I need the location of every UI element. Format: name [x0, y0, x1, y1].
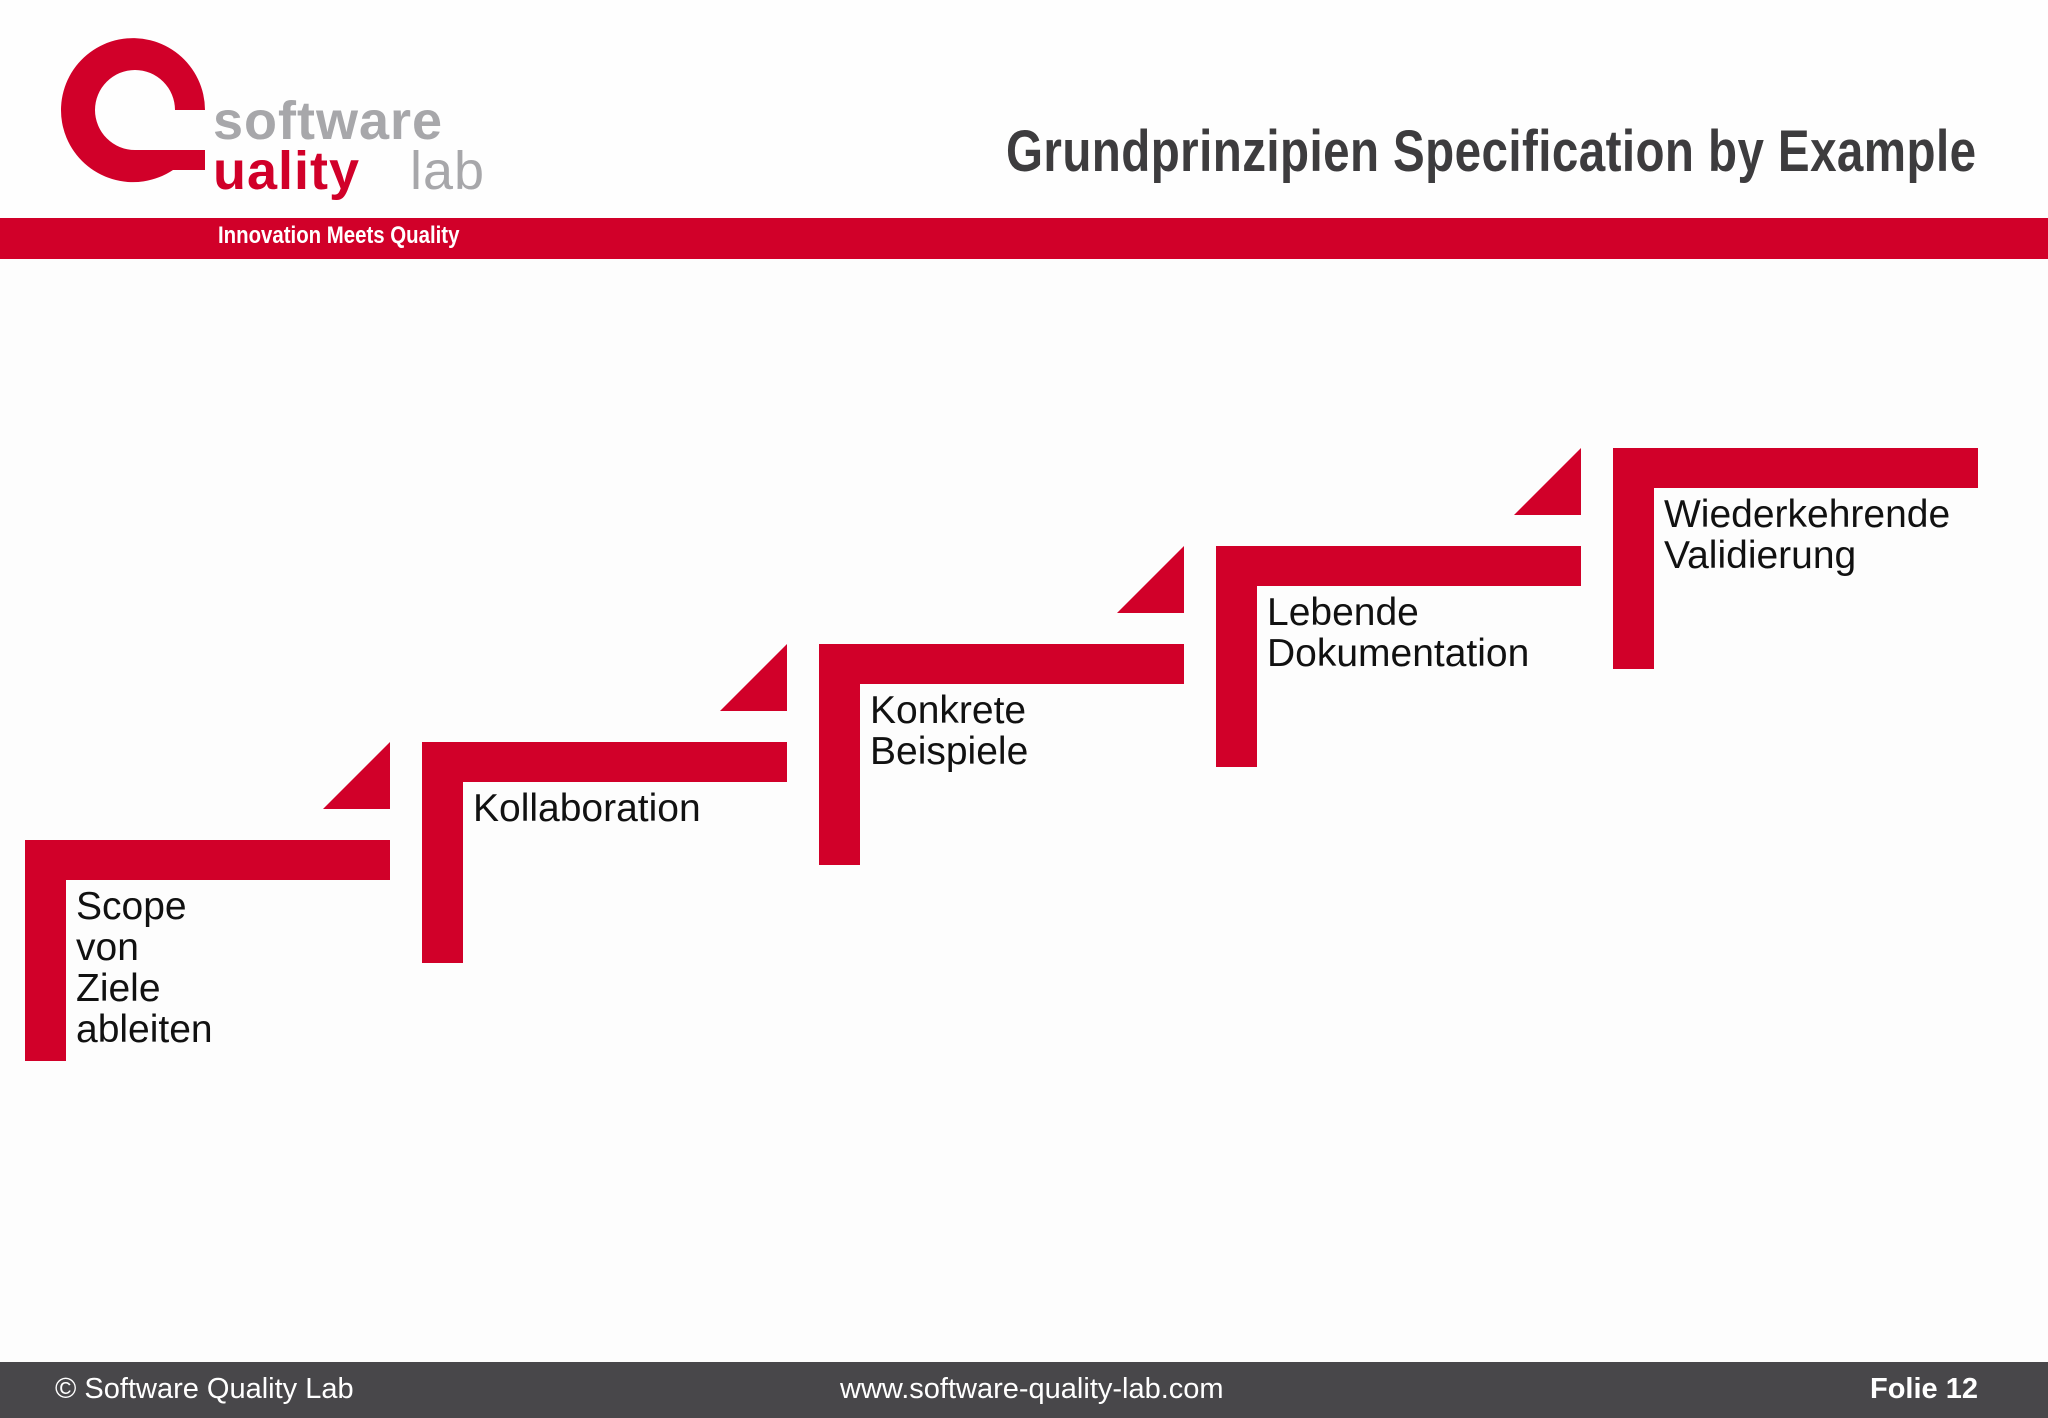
step-label: Wiederkehrende Validierung — [1664, 493, 1951, 577]
step-side-bar — [422, 742, 463, 963]
step-top-bar — [422, 742, 787, 782]
step-side-bar — [25, 840, 66, 1061]
slide-footer — [0, 1362, 2048, 1418]
logo-word-uality: uality — [213, 141, 361, 201]
triangle-arrow-icon — [1514, 448, 1581, 515]
step-label: Kollaboration — [473, 787, 701, 830]
slide-title: Grundprinzipien Specification by Example — [1005, 119, 1976, 184]
step-side-bar — [1613, 448, 1654, 669]
brand-tagline: Innovation Meets Quality — [218, 222, 460, 249]
step-label: Lebende Dokumentation — [1267, 591, 1530, 675]
company-logo: software uality lab — [55, 38, 495, 208]
step-top-bar — [1613, 448, 1978, 488]
step-side-bar — [1216, 546, 1257, 767]
triangle-arrow-icon — [720, 644, 787, 711]
step-top-bar — [25, 840, 390, 880]
logo-q-mark-icon — [61, 38, 205, 183]
logo-word-lab: lab — [410, 141, 486, 201]
footer-slide-number: Folie 12 — [1870, 1373, 1978, 1405]
brand-band — [0, 218, 2048, 259]
step-top-bar — [1216, 546, 1581, 586]
footer-url-link[interactable]: www.software-quality-lab.com — [840, 1373, 1224, 1405]
logo-word-software: software — [213, 91, 444, 151]
step-top-bar — [819, 644, 1184, 684]
triangle-arrow-icon — [323, 742, 390, 809]
triangle-arrow-icon — [1117, 546, 1184, 613]
slide-header: software uality lab Grundprinzipien Spec… — [0, 0, 2048, 218]
footer-copyright: © Software Quality Lab — [55, 1373, 354, 1405]
step-side-bar — [819, 644, 860, 865]
step-label: Scope von Ziele ableiten — [76, 885, 213, 1051]
step-label: Konkrete Beispiele — [870, 689, 1029, 773]
